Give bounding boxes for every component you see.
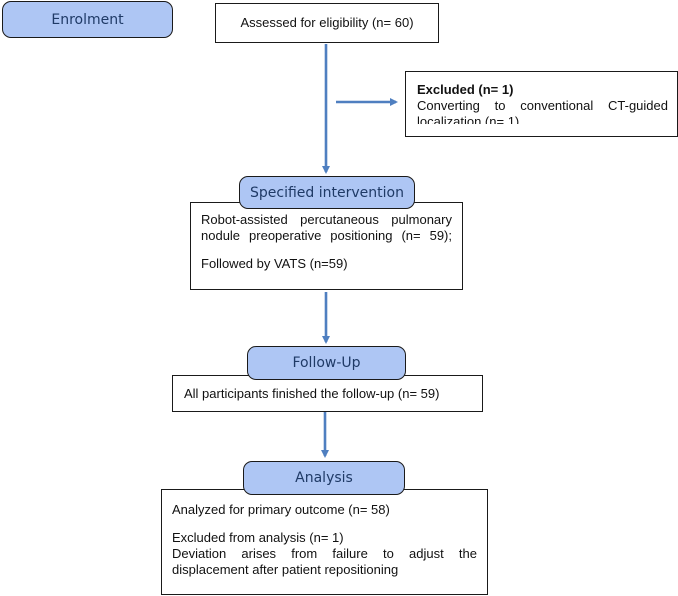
stage-intervention-label: Specified intervention	[250, 184, 404, 201]
followup-box: All participants finished the follow-up …	[172, 375, 483, 412]
excluded-box: Excluded (n= 1) Converting to convention…	[405, 71, 678, 137]
excluded-line1: Converting to conventional CT-guided	[417, 98, 668, 113]
excluded-title: Excluded (n= 1)	[417, 82, 514, 97]
analysis-line4: displacement after patient repositioning	[172, 562, 399, 577]
stage-analysis: Analysis	[243, 461, 405, 495]
analysis-line1: Analyzed for primary outcome (n= 58)	[172, 502, 390, 517]
followup-text: All participants finished the follow-up …	[184, 385, 440, 401]
excluded-line2: localization (n= 1)	[417, 114, 520, 124]
intervention-line3: Followed by VATS (n=59)	[201, 256, 348, 271]
eligibility-text: Assessed for eligibility (n= 60)	[240, 15, 414, 30]
stage-enrolment-label: Enrolment	[51, 11, 124, 28]
intervention-line1: Robot-assisted percutaneous pulmonary	[201, 212, 452, 227]
analysis-line2: Excluded from analysis (n= 1)	[172, 530, 344, 545]
stage-follow-up: Follow-Up	[247, 346, 406, 380]
analysis-line3: Deviation arises from failure to adjust …	[172, 546, 477, 561]
stage-analysis-label: Analysis	[295, 470, 353, 486]
stage-specified-intervention: Specified intervention	[239, 176, 415, 209]
analysis-box: Analyzed for primary outcome (n= 58) Exc…	[161, 489, 488, 595]
stage-followup-label: Follow-Up	[292, 355, 361, 371]
eligibility-box: Assessed for eligibility (n= 60)	[215, 3, 439, 43]
intervention-line2: nodule preoperative positioning (n= 59);	[201, 228, 452, 243]
intervention-box: Robot-assisted percutaneous pulmonary no…	[190, 202, 463, 290]
stage-enrolment: Enrolment	[2, 1, 173, 38]
